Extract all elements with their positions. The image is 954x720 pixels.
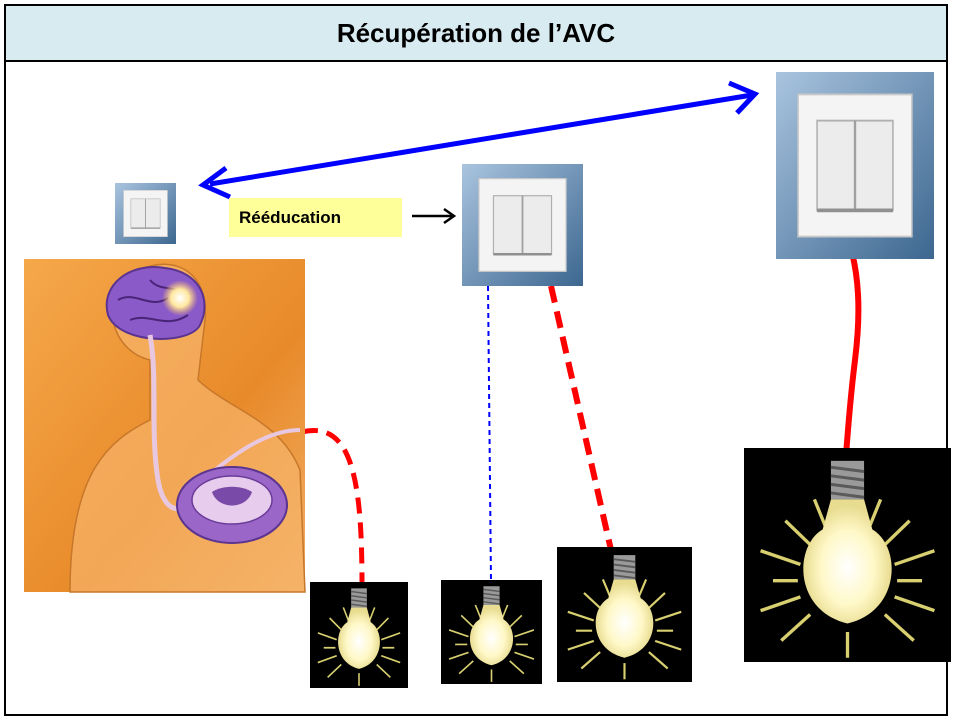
arrow-to-switch: [412, 207, 457, 225]
bulb-small-1: [309, 581, 409, 689]
label-highlight: [229, 198, 402, 237]
reeducation-label: Rééducation: [239, 208, 342, 227]
small-switch: [114, 182, 177, 245]
wire-blue-dotted: [487, 285, 492, 583]
slide-frame: [4, 4, 948, 716]
bulb-large: [742, 446, 953, 664]
title-bar: Récupération de l’AVC: [6, 6, 946, 62]
wire-large: [840, 223, 862, 456]
slide-title: Récupération de l’AVC: [336, 18, 616, 48]
bulb-medium: [555, 545, 694, 684]
medium-switch: [460, 162, 585, 288]
large-switch: [774, 70, 936, 261]
wire-spinal-dashed: [301, 428, 365, 585]
bulb-small-2: [440, 579, 543, 685]
double-arrow: [198, 80, 760, 200]
wire-medium-dashed: [548, 285, 614, 551]
brain-spinal-cord-illustration: [24, 259, 306, 593]
